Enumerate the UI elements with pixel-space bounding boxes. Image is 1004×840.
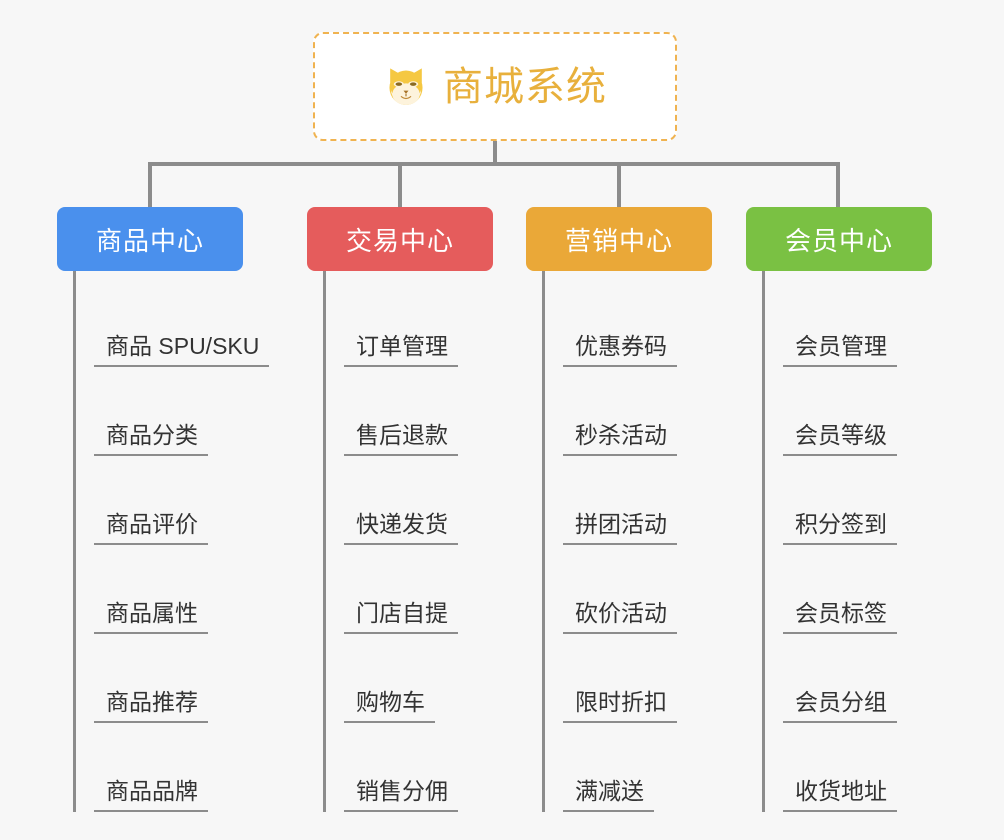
leaf-item[interactable]: 砍价活动	[563, 545, 716, 634]
leaf-label: 收货地址	[783, 778, 897, 812]
leaf-label: 售后退款	[344, 422, 458, 456]
leaf-item[interactable]: 快递发货	[344, 456, 497, 545]
dog-face-icon	[389, 67, 423, 105]
leaf-label: 商品品牌	[94, 778, 208, 812]
leaf-label: 商品 SPU/SKU	[94, 333, 270, 367]
branch-column-4: 会员中心 会员管理 会员等级 积分签到 会员标签 会员分组 收货地址	[746, 207, 936, 812]
branch-header-label: 营销中心	[564, 225, 673, 256]
leaf-label: 商品推荐	[94, 689, 208, 723]
branch-column-2: 交易中心 订单管理 售后退款 快递发货 门店自提 购物车 销售分佣	[307, 207, 497, 812]
leaf-item[interactable]: 优惠券码	[563, 289, 716, 367]
leaf-label: 门店自提	[344, 600, 458, 634]
leaf-item[interactable]: 门店自提	[344, 545, 497, 634]
branch-header-label: 商品中心	[95, 225, 204, 256]
leaf-label: 商品属性	[94, 600, 208, 634]
leaf-item[interactable]: 满减送	[563, 723, 716, 812]
leaf-item[interactable]: 商品 SPU/SKU	[94, 289, 270, 367]
leaf-item[interactable]: 商品品牌	[94, 723, 247, 812]
branch-items-3: 优惠券码 秒杀活动 拼团活动 砍价活动 限时折扣 满减送	[542, 271, 716, 812]
branch-items-1: 商品 SPU/SKU 商品分类 商品评价 商品属性 商品推荐 商品品牌	[73, 271, 270, 812]
leaf-item[interactable]: 限时折扣	[563, 634, 716, 723]
leaf-item[interactable]: 会员等级	[783, 367, 936, 456]
branch-items-4: 会员管理 会员等级 积分签到 会员标签 会员分组 收货地址	[762, 271, 936, 812]
leaf-label: 订单管理	[344, 333, 458, 367]
leaf-label: 销售分佣	[344, 778, 458, 812]
branch-items-2: 订单管理 售后退款 快递发货 门店自提 购物车 销售分佣	[323, 271, 497, 812]
leaf-item[interactable]: 销售分佣	[344, 723, 497, 812]
leaf-label: 会员等级	[783, 422, 897, 456]
leaf-item[interactable]: 会员分组	[783, 634, 936, 723]
leaf-item[interactable]: 购物车	[344, 634, 497, 723]
leaf-item[interactable]: 收货地址	[783, 723, 936, 812]
leaf-item[interactable]: 会员管理	[783, 289, 936, 367]
leaf-label: 积分签到	[783, 511, 897, 545]
branch-column-1: 商品中心 商品 SPU/SKU 商品分类 商品评价 商品属性 商品推荐 商品品牌	[57, 207, 270, 812]
leaf-label: 限时折扣	[563, 689, 677, 723]
leaf-label: 会员分组	[783, 689, 897, 723]
leaf-label: 秒杀活动	[563, 422, 677, 456]
branch-header-1[interactable]: 商品中心	[57, 207, 243, 271]
leaf-item[interactable]: 商品属性	[94, 545, 247, 634]
leaf-label: 砍价活动	[563, 600, 677, 634]
leaf-item[interactable]: 拼团活动	[563, 456, 716, 545]
root-node[interactable]: 商城系统	[313, 32, 677, 141]
branch-header-label: 交易中心	[345, 225, 454, 256]
leaf-item[interactable]: 会员标签	[783, 545, 936, 634]
branch-header-2[interactable]: 交易中心	[307, 207, 493, 271]
leaf-item[interactable]: 积分签到	[783, 456, 936, 545]
branch-header-4[interactable]: 会员中心	[746, 207, 932, 271]
branch-column-3: 营销中心 优惠券码 秒杀活动 拼团活动 砍价活动 限时折扣 满减送	[526, 207, 716, 812]
leaf-label: 会员管理	[783, 333, 897, 367]
leaf-label: 购物车	[344, 689, 435, 723]
leaf-item[interactable]: 商品分类	[94, 367, 247, 456]
leaf-item[interactable]: 售后退款	[344, 367, 497, 456]
leaf-item[interactable]: 商品推荐	[94, 634, 247, 723]
root-title: 商城系统	[443, 64, 607, 109]
leaf-label: 拼团活动	[563, 511, 677, 545]
leaf-label: 优惠券码	[563, 333, 677, 367]
leaf-label: 商品评价	[94, 511, 208, 545]
leaf-item[interactable]: 商品评价	[94, 456, 247, 545]
leaf-label: 快递发货	[344, 511, 458, 545]
leaf-label: 满减送	[563, 778, 654, 812]
leaf-label: 商品分类	[94, 422, 208, 456]
leaf-item[interactable]: 订单管理	[344, 289, 497, 367]
branch-header-label: 会员中心	[784, 225, 893, 256]
leaf-label: 会员标签	[783, 600, 897, 634]
branch-header-3[interactable]: 营销中心	[526, 207, 712, 271]
leaf-item[interactable]: 秒杀活动	[563, 367, 716, 456]
